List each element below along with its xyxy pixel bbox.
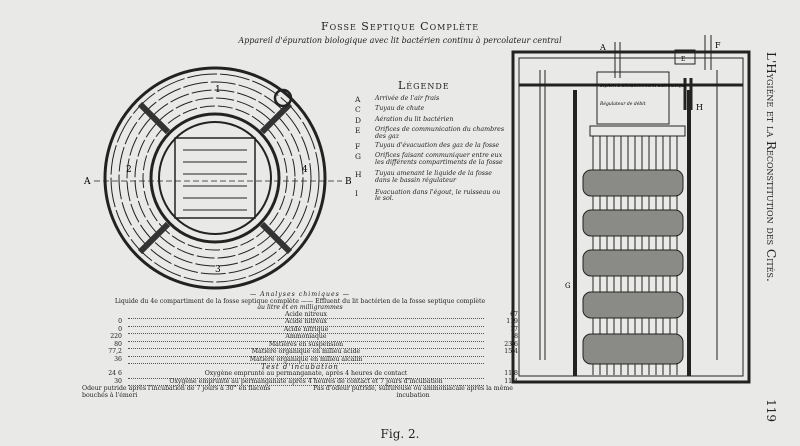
- regulator-label: Régulateur de débit: [599, 100, 646, 107]
- legend-key: H: [355, 170, 362, 180]
- section-line-b-label: B: [345, 177, 352, 187]
- section-label-a: A: [599, 43, 606, 52]
- legend-key: C: [355, 105, 361, 115]
- page-number: 119: [764, 399, 778, 422]
- test-title: Test d'incubation: [261, 363, 339, 371]
- section-view-diagram: A F E H G Siphon à déclanchement automat…: [511, 35, 751, 384]
- section-label-g: G: [565, 282, 571, 290]
- legend-key: E: [355, 126, 361, 136]
- odour-right: Pas d'odeur putride, sulfureuse ou ammon…: [313, 385, 513, 399]
- legend-text: Aération du lit bactérien: [375, 115, 454, 123]
- chemical-analyses: — Analyses chimiques — Liquide du 4e com…: [82, 291, 518, 399]
- legend-text: Tuyau d'évacuation des gaz de la fosse: [375, 141, 500, 149]
- compartment-label-1: 1: [215, 85, 221, 95]
- analyses-units: au litre et en milligrammes: [257, 304, 343, 311]
- compartment-label-3: 3: [215, 265, 221, 275]
- analyses-title: — Analyses chimiques —: [250, 291, 350, 298]
- legend-key: A: [355, 95, 361, 104]
- analyses-header: Liquide du 4e compartiment de la fosse s…: [114, 297, 486, 305]
- running-head-title: L'Hygiène et la Reconstitution des Cités…: [764, 52, 778, 282]
- plan-view-diagram: 1 2 3 4 A B: [83, 66, 352, 290]
- legend-text: Orifices de communication du chambres de…: [375, 126, 505, 140]
- legend-key: G: [355, 152, 361, 162]
- figure-subtitle: Appareil d'épuration biologique avec lit…: [238, 36, 562, 45]
- section-label-f: F: [715, 41, 721, 50]
- running-head: L'Hygiène et la Reconstitution des Cités…: [764, 52, 778, 422]
- section-label-h: H: [696, 103, 703, 112]
- legend-key: F: [355, 141, 361, 151]
- figure-title: Fosse Septique Complète: [320, 20, 480, 33]
- legend-text: Tuyau de chute: [375, 105, 425, 113]
- compartment-label-4: 4: [302, 165, 308, 175]
- section-label-e: E: [681, 56, 685, 63]
- legend-key: I: [355, 188, 358, 198]
- section-line-a-label: A: [83, 177, 91, 187]
- legend-text: Orifices faisant communiquer entre eux l…: [375, 152, 503, 166]
- legend-text: Evacuation dans l'égout, le ruisseau ou …: [375, 188, 501, 203]
- legend-title: Légende: [398, 79, 450, 92]
- legend-text: Tuyau amenant le liquide de la fosse dan…: [375, 170, 492, 185]
- legend-key: D: [355, 115, 362, 125]
- siphon-label: Siphon à déclanchement automatique: [600, 82, 687, 89]
- figure-caption: Fig. 2.: [380, 427, 420, 441]
- odour-left: Odeur putride après l'incubation de 7 jo…: [82, 385, 271, 399]
- legend-text: Arrivée de l'air frais: [375, 95, 440, 102]
- bacterial-bed-layers: [582, 169, 684, 365]
- compartment-label-2: 2: [126, 165, 132, 175]
